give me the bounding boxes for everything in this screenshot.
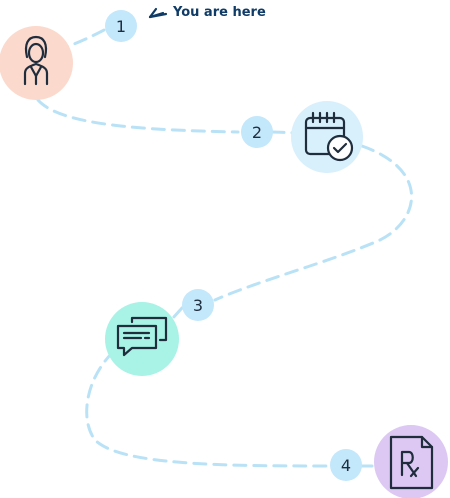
badge-4 (330, 449, 362, 481)
badge-3 (182, 289, 214, 321)
prescription-icon (389, 435, 434, 490)
chat-bubbles-icon (116, 316, 168, 357)
step-3-number: 3 (193, 296, 203, 315)
doctor-icon (23, 35, 49, 86)
step-1-number: 1 (116, 17, 126, 36)
badge-1 (105, 10, 137, 42)
journey-path (35, 28, 413, 468)
badge-2 (241, 116, 273, 148)
you-are-here-label: You are here (172, 5, 266, 20)
step-2-number: 2 (252, 123, 262, 142)
step-2-circle (291, 101, 363, 173)
step-4-number: 4 (341, 456, 351, 475)
calendar-check-icon (304, 111, 354, 162)
arrow-left-icon (148, 7, 168, 19)
